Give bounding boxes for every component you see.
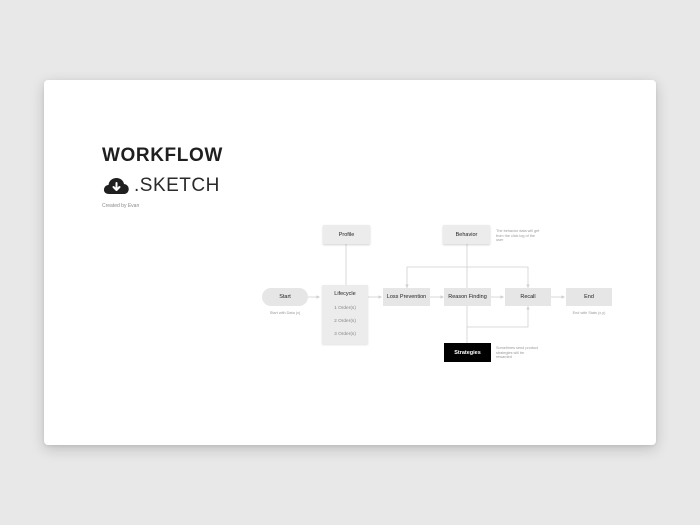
lifecycle-item: 3 Order(s)	[334, 332, 356, 337]
recall-node[interactable]: Recall	[505, 288, 551, 306]
behavior-note: The behavior data will get from the clic…	[496, 229, 540, 243]
behavior-branch-connector	[406, 266, 529, 288]
lifecycle-item: 2 Order(s)	[334, 319, 356, 324]
lifecycle-item: 1 Order(s)	[334, 306, 356, 311]
profile-node[interactable]: Profile	[323, 225, 370, 244]
strategies-note: Sometimes send product strategies will b…	[496, 346, 538, 360]
arrowhead	[316, 295, 320, 299]
reason-finding-node[interactable]: Reason Finding	[444, 288, 491, 306]
credit-text: Created by Evan	[102, 203, 140, 209]
arrowhead	[405, 284, 409, 288]
arrowhead	[500, 295, 504, 299]
arrowhead	[526, 284, 530, 288]
arrowhead	[378, 295, 382, 299]
arrowhead	[561, 295, 565, 299]
lifecycle-title: Lifecycle	[334, 291, 356, 297]
cloud-download-icon	[103, 178, 129, 194]
start-note: Start with Data (x)	[269, 311, 301, 315]
subtitle-text: .SKETCH	[134, 175, 220, 196]
subtitle-row: .SKETCH	[102, 174, 220, 198]
end-node[interactable]: End	[566, 288, 612, 306]
end-note: End with Stats (x,y)	[572, 311, 606, 315]
behavior-node[interactable]: Behavior	[443, 225, 490, 244]
workflow-card: WORKFLOW .SKETCH Created by Evan	[44, 80, 656, 445]
loss-prevention-node[interactable]: Loss Prevention	[383, 288, 430, 306]
arrowhead	[526, 306, 530, 310]
lifecycle-node[interactable]: Lifecycle 1 Order(s) 2 Order(s) 3 Order(…	[322, 285, 368, 344]
arrowhead	[440, 295, 444, 299]
strategies-node[interactable]: Strategies	[444, 343, 491, 362]
strategies-loop-connector	[466, 306, 529, 328]
start-node[interactable]: Start	[262, 288, 308, 306]
page-title: WORKFLOW	[102, 145, 223, 166]
connector-lines	[308, 244, 565, 344]
